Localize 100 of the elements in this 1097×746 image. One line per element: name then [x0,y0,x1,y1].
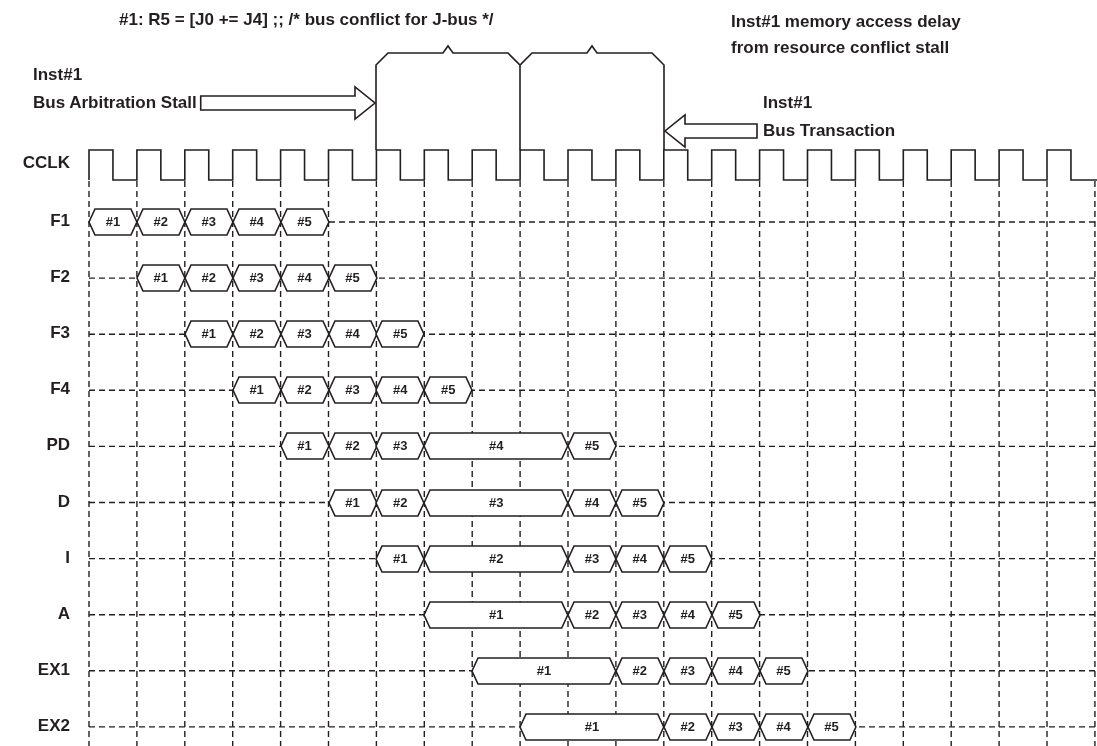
instruction-number: #5 [583,437,601,456]
instruction-number: #3 [631,605,649,624]
pipeline-slot [232,321,281,348]
instruction-number: #2 [679,717,696,736]
instruction-number: #3 [344,381,361,400]
pipeline-slot [376,377,425,404]
pipeline-slot [663,601,712,628]
callout-text: Inst#1 [33,64,84,86]
instruction-number: #5 [775,661,792,680]
instruction-number: #3 [296,325,313,344]
instruction-number: #3 [487,493,505,512]
callout-text: Inst#1 [763,92,814,114]
pipeline-slot [328,489,377,516]
pipeline-slot [615,545,664,572]
instruction-number: #4 [775,717,792,736]
instruction-number: #4 [727,661,744,680]
instruction-number: #5 [440,381,457,400]
instruction-number: #3 [248,269,265,288]
instruction-number: #1 [583,717,601,736]
signal-name: F4 [49,379,70,400]
instruction-number: #5 [727,605,744,624]
instruction-number: #2 [487,549,505,568]
instruction-number: #2 [392,493,409,512]
signal-name: EX1 [36,659,70,680]
pipeline-slot [568,545,616,572]
callout-text: Bus Transaction [763,120,896,142]
signal-name: I [64,547,70,568]
instruction-number: #4 [248,213,265,231]
instruction-number: #5 [823,717,840,736]
instruction-number: #2 [296,381,313,400]
pipeline-slot [376,545,425,572]
pipeline-slot [328,321,377,348]
signal-name: F2 [49,267,70,288]
signal-name: F3 [49,323,70,344]
pipeline-slot [232,377,281,404]
pipeline-slot [615,489,664,516]
signal-name: EX2 [36,715,70,736]
pipeline-slot [280,265,329,292]
signal-name: F1 [49,211,70,231]
instruction-number: #5 [631,493,649,512]
pipeline-slot [807,713,856,740]
instruction-number: #5 [679,549,696,568]
instruction-number: #4 [631,549,649,568]
instruction-number: #5 [296,213,313,231]
instruction-number: #1 [200,325,217,344]
pipeline-slot [615,601,664,628]
pipeline-slot [184,321,233,348]
pipeline-slot [615,657,664,684]
instruction-number: #2 [200,269,217,288]
pipeline-slot [376,489,425,516]
instruction-number: #2 [631,661,649,680]
instruction-number: #1 [152,269,170,288]
pipeline-slot [280,209,329,235]
instruction-number: #3 [727,717,744,736]
signal-name: D [56,491,70,512]
pipeline-slot [663,657,712,684]
instruction-number: #3 [679,661,696,680]
signal-name: PD [45,435,70,456]
callout-text: Bus Arbitration Stall [33,92,197,114]
instruction-number: #2 [152,213,170,231]
pipeline-slot [184,209,233,235]
instruction-number: #5 [344,269,361,288]
instruction-number: #1 [104,213,122,231]
pipeline-slot [328,265,377,292]
pipeline-slot [280,377,329,404]
pipeline-slot [568,433,616,460]
signal-name: A [56,603,70,624]
instruction-number: #1 [535,661,553,680]
instruction-number: #1 [296,437,313,456]
pipeline-slot [232,209,281,235]
pipeline-slot [376,433,425,460]
pipeline-slot [89,209,137,235]
pipeline-slot [759,657,808,684]
instruction-number: #2 [248,325,265,344]
pipeline-slot [328,433,377,460]
pipeline-slot [711,657,760,684]
instruction-number: #1 [344,493,361,512]
instruction-number: #4 [392,381,409,400]
title: #1: R5 = [J0 += J4] ;; /* bus conflict for J-bus */ [119,10,494,30]
instruction-number: #2 [583,605,601,624]
pipeline-slot [711,713,760,740]
instruction-number: #1 [487,605,505,624]
pipeline-slot [232,265,281,292]
pipeline-slot [280,321,329,348]
instruction-number: #4 [296,269,313,288]
instruction-number: #4 [487,437,505,456]
instruction-number: #1 [248,381,265,400]
instruction-number: #4 [344,325,361,344]
pipeline-slot [759,713,808,740]
instruction-number: #4 [679,605,696,624]
pipeline-slot [663,545,712,572]
pipeline-slot [280,433,329,460]
pipeline-slot [328,377,377,404]
pipeline-slot [568,489,616,516]
instruction-number: #5 [392,325,409,344]
instruction-number: #2 [344,437,361,456]
pipeline-slot [184,265,233,292]
block-arrow [663,113,758,149]
pipeline-slot [711,601,760,628]
annotation: Inst#1 memory access delay from resource conflict stall [731,11,962,59]
